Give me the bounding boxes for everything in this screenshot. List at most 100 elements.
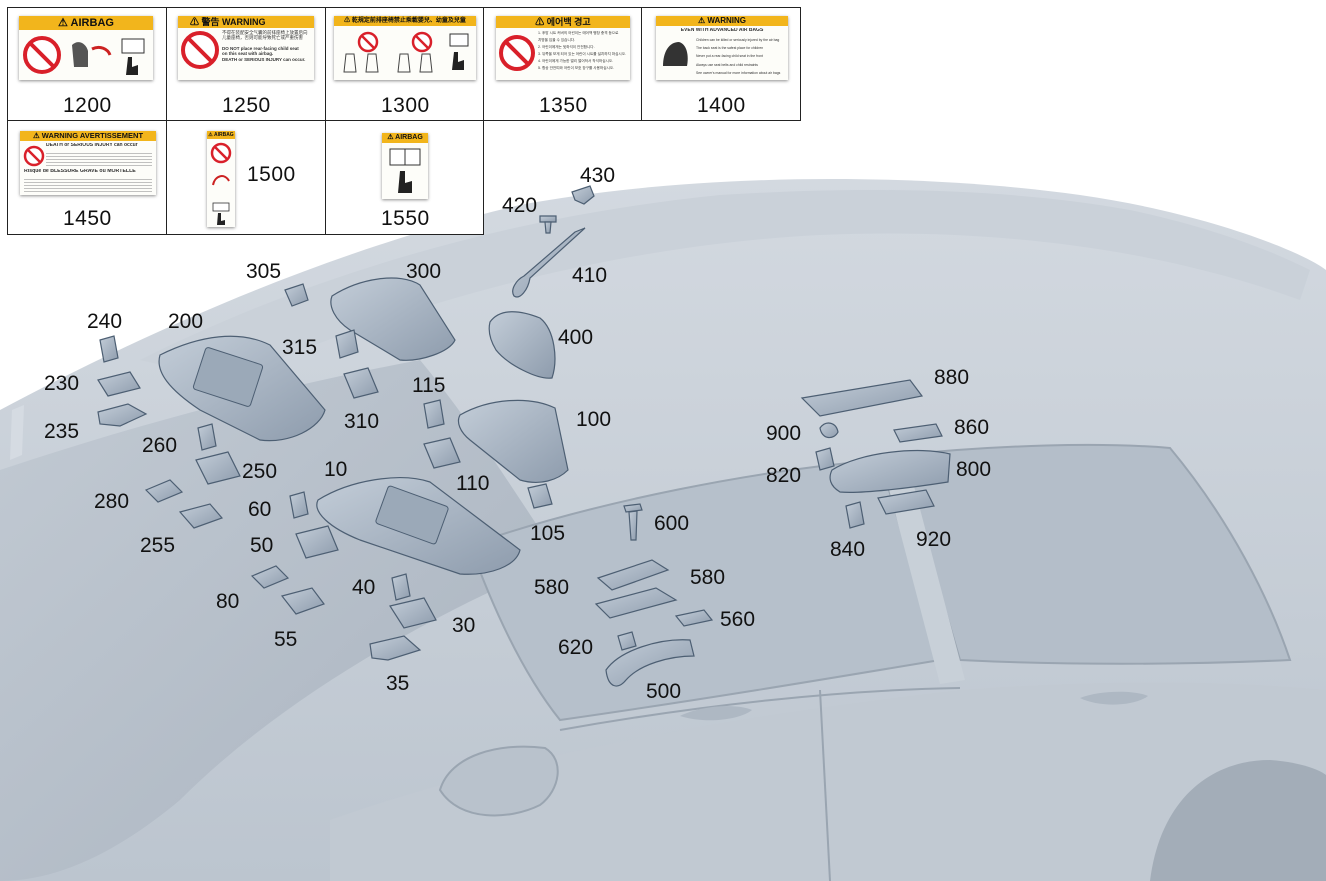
part-315 bbox=[335, 329, 359, 359]
callout-250: 250 bbox=[242, 460, 278, 483]
wheel-arch bbox=[1150, 760, 1326, 881]
child-seat-icon bbox=[72, 42, 88, 67]
part-280 bbox=[144, 479, 184, 503]
label-header: ⚠ AIRBAG bbox=[382, 133, 428, 143]
part-code: 1350 bbox=[539, 94, 588, 117]
part-255 bbox=[178, 503, 224, 529]
part-250 bbox=[195, 451, 241, 485]
callout-600: 600 bbox=[654, 512, 690, 535]
label-text-ko: 1. 후방 시트 커버의 어린이는 에어백 팽창 충격 등으로 치명을 입을 수… bbox=[538, 31, 627, 70]
label-bullets: Children can be killed or seriously inju… bbox=[696, 38, 781, 75]
seat-icon bbox=[343, 53, 357, 73]
part-code: 1300 bbox=[381, 94, 430, 117]
callout-100: 100 bbox=[576, 408, 612, 431]
part-35 bbox=[369, 635, 422, 661]
seat-icon bbox=[397, 53, 411, 73]
label-warning-en: DEATH or SERIOUS INJURY can occur bbox=[46, 143, 138, 148]
manual-icon bbox=[212, 202, 230, 212]
part-580-upper bbox=[596, 559, 670, 591]
door-handle-front bbox=[680, 706, 752, 721]
callout-200: 200 bbox=[168, 310, 204, 333]
label-header: ⚠ 警告 WARNING bbox=[178, 16, 314, 28]
callout-580-lower: 580 bbox=[690, 566, 726, 589]
side-mirror bbox=[438, 745, 559, 817]
part-410 bbox=[512, 227, 586, 298]
manual-icon bbox=[449, 33, 469, 47]
part-820 bbox=[815, 447, 835, 471]
callout-880: 880 bbox=[934, 366, 970, 389]
part-105 bbox=[527, 483, 553, 509]
part-80 bbox=[250, 565, 290, 589]
rear-door-glass bbox=[898, 443, 1292, 665]
part-240 bbox=[99, 335, 119, 363]
part-code: 1250 bbox=[222, 94, 271, 117]
door-panels bbox=[330, 682, 1326, 881]
callout-800: 800 bbox=[956, 458, 992, 481]
label-header: ⚠ AIRBAG bbox=[19, 16, 153, 30]
callout-430: 430 bbox=[580, 164, 616, 187]
part-920 bbox=[877, 489, 935, 515]
callout-410: 410 bbox=[572, 264, 608, 287]
callout-580: 580 bbox=[534, 576, 570, 599]
callout-560: 560 bbox=[720, 608, 756, 631]
callout-80: 80 bbox=[216, 590, 240, 613]
callout-400: 400 bbox=[558, 326, 594, 349]
grid-cell-1400: ⚠ WARNING EVEN WITH ADVANCED AIR BAGS Ch… bbox=[641, 7, 801, 121]
part-800 bbox=[829, 449, 951, 493]
hand-icon bbox=[452, 52, 464, 70]
label-header: ⚠ 에어백 경고 bbox=[496, 16, 630, 28]
label-1400: ⚠ WARNING EVEN WITH ADVANCED AIR BAGS Ch… bbox=[656, 16, 788, 80]
callout-860: 860 bbox=[954, 416, 990, 439]
part-30 bbox=[389, 597, 437, 629]
callout-500: 500 bbox=[646, 680, 682, 703]
callout-110: 110 bbox=[456, 472, 490, 495]
part-50 bbox=[295, 525, 339, 559]
part-880 bbox=[800, 379, 924, 417]
visor-10-mirror bbox=[375, 485, 449, 545]
label-fine-print bbox=[46, 151, 152, 167]
label-1550: ⚠ AIRBAG bbox=[382, 133, 428, 199]
part-300 bbox=[330, 277, 456, 361]
grid-cell-1300: ⚠ 乾規定前排座椅禁止乘載嬰兒、幼童及兒童 1300 bbox=[325, 7, 484, 121]
part-60 bbox=[289, 491, 309, 519]
seat-icon bbox=[365, 53, 379, 73]
hand-icon bbox=[398, 171, 412, 193]
callout-310: 310 bbox=[344, 410, 380, 433]
part-420 bbox=[539, 215, 557, 234]
front-door-glass bbox=[468, 458, 942, 722]
roof-panel bbox=[140, 190, 1310, 380]
grid-cell-1200: ⚠ AIRBAG 1200 bbox=[7, 7, 167, 121]
label-1500: ⚠ AIRBAG bbox=[207, 131, 235, 227]
part-260 bbox=[197, 423, 217, 451]
label-1300: ⚠ 乾規定前排座椅禁止乘載嬰兒、幼童及兒童 bbox=[334, 16, 476, 80]
part-100 bbox=[457, 399, 569, 483]
door-handle-rear bbox=[1080, 691, 1148, 705]
manual-icon bbox=[121, 38, 145, 54]
part-115 bbox=[423, 399, 445, 429]
child-seat-icon bbox=[663, 42, 688, 66]
part-235 bbox=[97, 403, 148, 427]
part-310 bbox=[343, 367, 379, 399]
part-305 bbox=[284, 283, 309, 307]
label-text-cn: 不得在装配安全气囊的前排座椅上放置后向 儿童座椅，否则可能导致死亡或严重伤害 bbox=[222, 30, 308, 41]
callout-255: 255 bbox=[140, 534, 176, 557]
part-400 bbox=[488, 311, 556, 379]
callout-840: 840 bbox=[830, 538, 866, 561]
grid-cell-1350: ⚠ 에어백 경고 1. 후방 시트 커버의 어린이는 에어백 팽창 충격 등으로… bbox=[483, 7, 642, 121]
part-55 bbox=[280, 587, 325, 615]
callout-900: 900 bbox=[766, 422, 802, 445]
part-code: 1200 bbox=[63, 94, 112, 117]
part-600 bbox=[623, 503, 643, 541]
callout-10: 10 bbox=[324, 458, 348, 481]
part-code: 1500 bbox=[247, 163, 296, 186]
part-860 bbox=[893, 423, 943, 443]
label-header: ⚠ 乾規定前排座椅禁止乘載嬰兒、幼童及兒童 bbox=[334, 16, 476, 26]
callout-920: 920 bbox=[916, 528, 952, 551]
grid-cell-1500: ⚠ AIRBAG 1500 bbox=[166, 120, 326, 235]
hand-icon bbox=[217, 213, 225, 225]
callout-35: 35 bbox=[386, 672, 410, 695]
hand-icon bbox=[126, 57, 138, 75]
part-230 bbox=[97, 371, 141, 397]
callout-30: 30 bbox=[452, 614, 476, 637]
